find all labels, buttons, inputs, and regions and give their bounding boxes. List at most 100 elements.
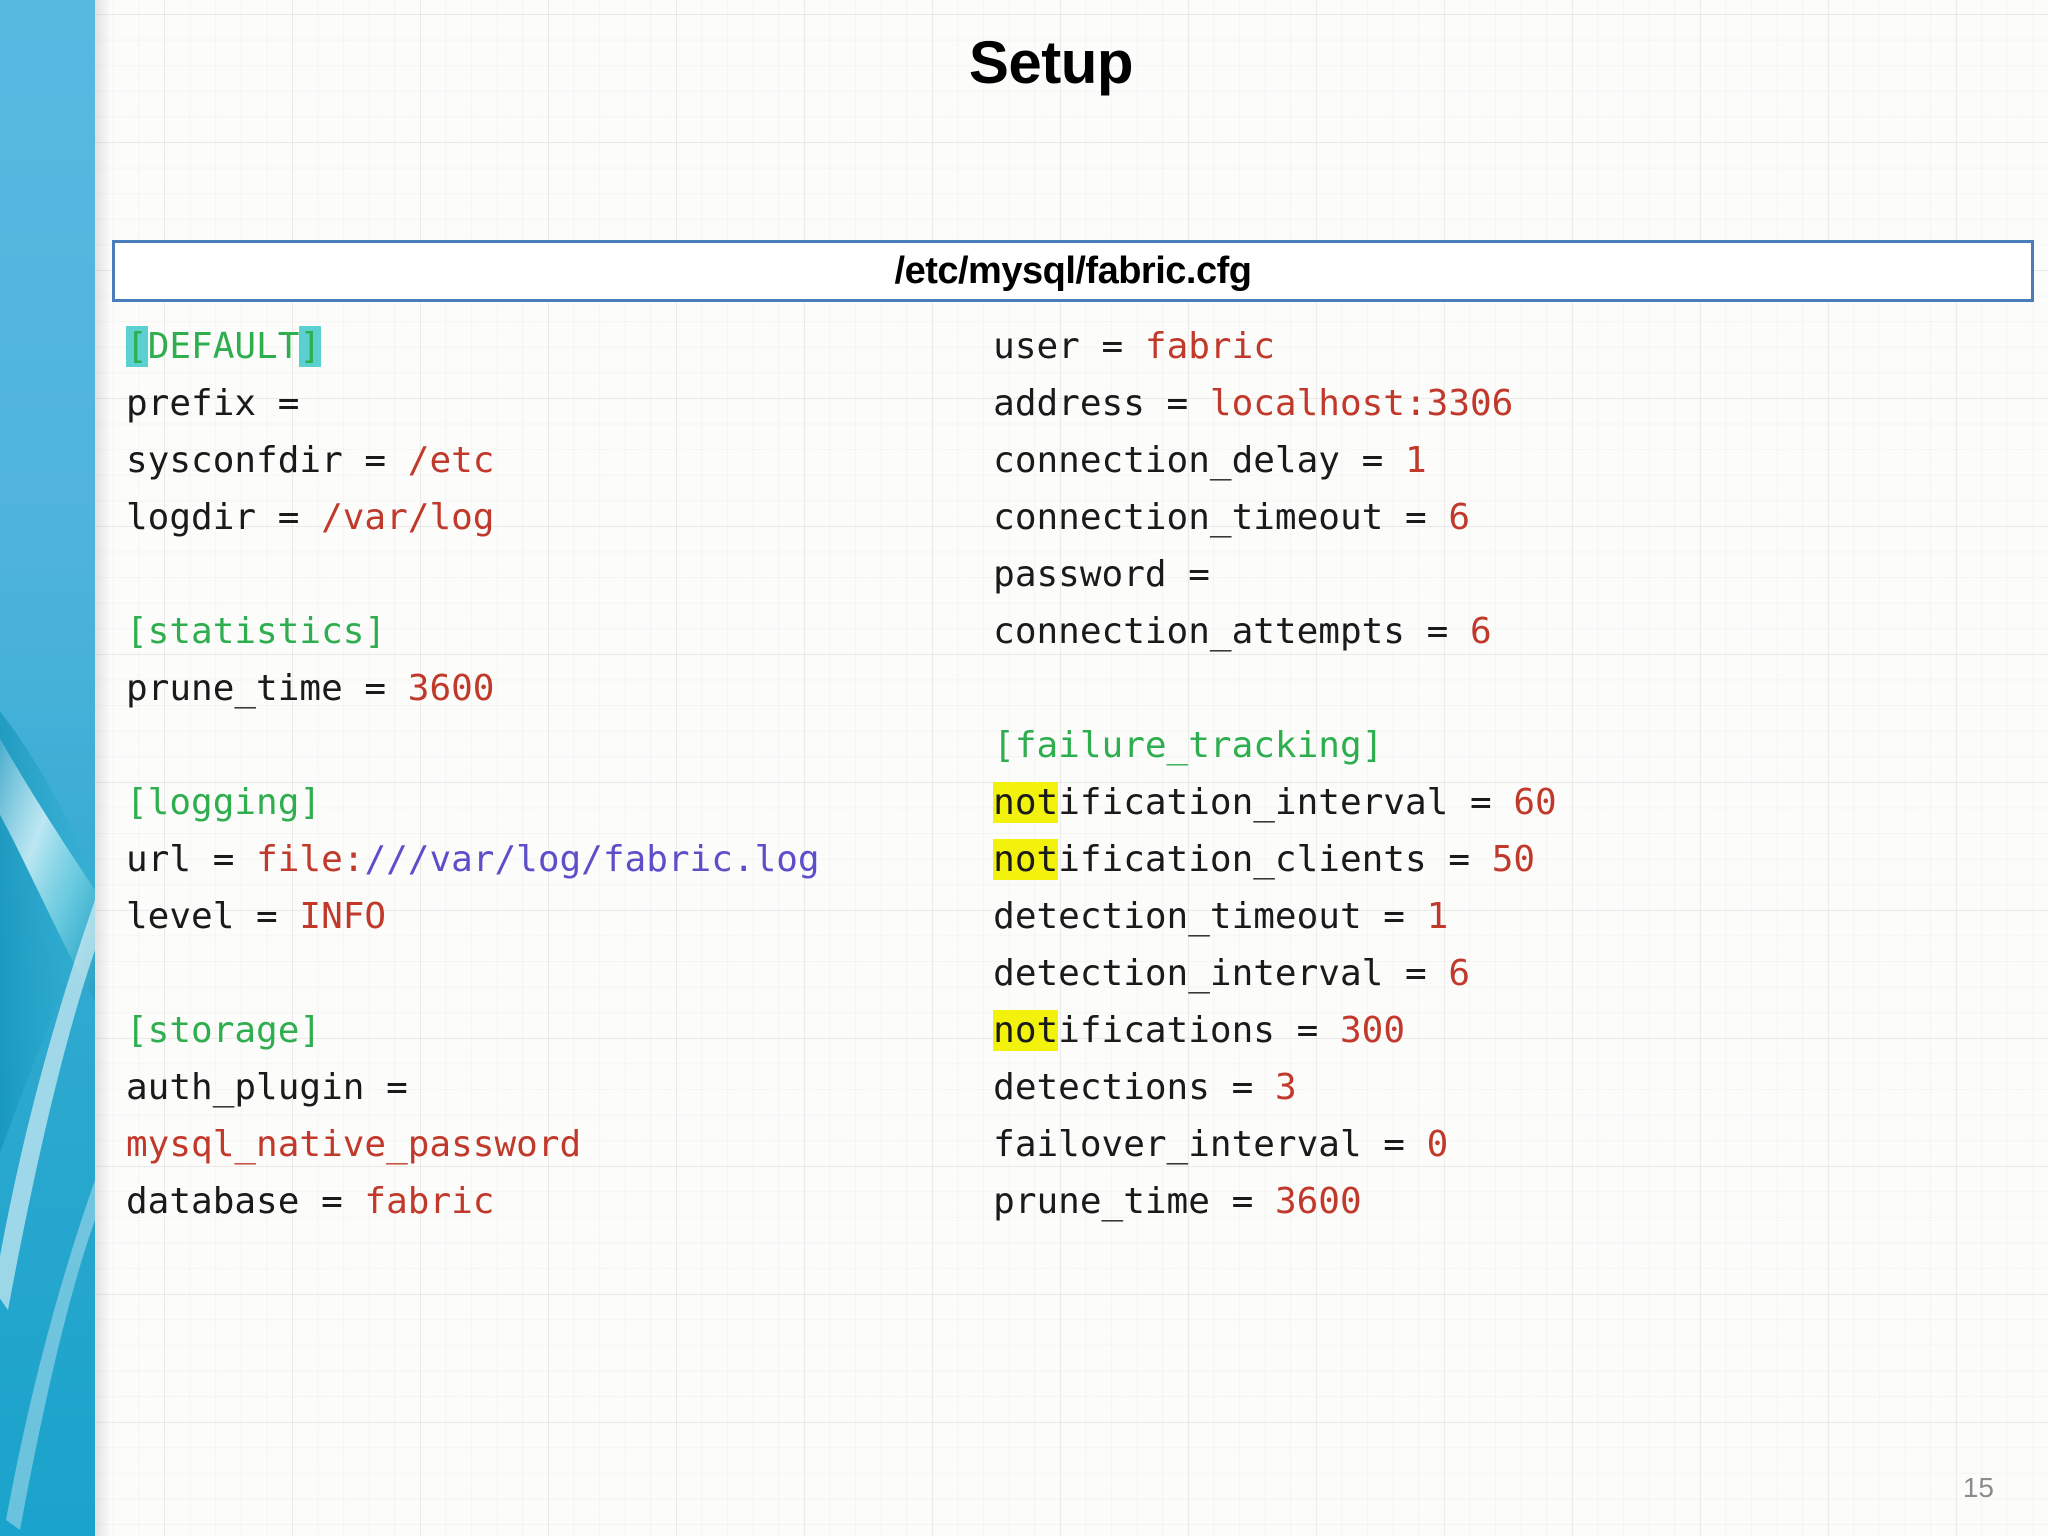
sidebar-edge-shadow (95, 0, 111, 1536)
config-key: ification_interval (1058, 782, 1449, 823)
config-key-value: connection_delay = 1 (993, 432, 2042, 489)
config-operator: = (1209, 1067, 1275, 1108)
config-key-value: address = localhost:3306 (993, 375, 2042, 432)
config-key-value: database = fabric (126, 1173, 957, 1230)
config-operator: = (342, 440, 408, 481)
config-section-header: [logging] (126, 774, 957, 831)
config-value: /var/log (321, 497, 495, 538)
config-section-header: [storage] (126, 1002, 957, 1059)
config-operator: = (1144, 383, 1210, 424)
page-number: 15 (1962, 1472, 1994, 1503)
config-key-value: level = INFO (126, 888, 957, 945)
config-operator: = (191, 839, 257, 880)
config-operator: = (256, 497, 322, 538)
config-key-highlight: not (993, 782, 1059, 823)
config-key: detection_interval (993, 953, 1384, 994)
config-key: prune_time (993, 1181, 1210, 1222)
config-key: detections (993, 1067, 1210, 1108)
config-key: address (993, 383, 1145, 424)
config-value: /etc (407, 440, 495, 481)
config-value: fabric (364, 1181, 495, 1222)
section-name: [statistics] (126, 611, 387, 652)
config-operator: = (1383, 953, 1449, 994)
config-key: connection_timeout (993, 497, 1384, 538)
config-section-header: [DEFAULT] (126, 318, 957, 375)
config-key-value-url: url = file:///var/log/fabric.log (126, 831, 957, 888)
config-key: password (993, 554, 1167, 595)
config-key-value: detection_interval = 6 (993, 945, 2042, 1002)
config-key-value: detection_timeout = 1 (993, 888, 2042, 945)
config-key: auth_plugin (126, 1067, 365, 1108)
config-value: 50 (1491, 839, 1536, 880)
section-name: [failure_tracking] (993, 725, 1384, 766)
config-section-header: [failure_tracking] (993, 717, 2042, 774)
config-value: 1 (1426, 896, 1449, 937)
code-blank-line (993, 660, 2042, 717)
config-operator: = (234, 896, 300, 937)
config-key: user (993, 326, 1080, 367)
config-operator: = (1274, 1010, 1340, 1051)
config-value: 60 (1513, 782, 1557, 823)
config-key-value: failover_interval = 0 (993, 1116, 2042, 1173)
config-value: 6 (1448, 497, 1471, 538)
config-operator: = (1448, 782, 1514, 823)
config-section-header: [statistics] (126, 603, 957, 660)
config-value: 6 (1470, 611, 1492, 652)
config-value: 300 (1339, 1010, 1405, 1051)
config-key-highlight: not (993, 1010, 1059, 1051)
config-value: 3 (1274, 1067, 1297, 1108)
config-value: 3600 (1274, 1181, 1362, 1222)
config-operator: = (1209, 1181, 1275, 1222)
config-operator: = (1079, 326, 1145, 367)
config-operator: = (1383, 497, 1449, 538)
config-url-scheme: file: (256, 839, 365, 880)
config-key: prefix (126, 383, 257, 424)
config-key: prune_time (126, 668, 343, 709)
config-key: ification_clients (1058, 839, 1427, 880)
config-key-value: user = fabric (993, 318, 2042, 375)
config-key: level (126, 896, 235, 937)
config-key-value: notifications = 300 (993, 1002, 2042, 1059)
config-value: 1 (1404, 440, 1427, 481)
config-key: logdir (126, 497, 257, 538)
config-value: fabric (1144, 326, 1275, 367)
config-key: connection_attempts (993, 611, 1405, 652)
config-operator: = (1166, 554, 1210, 595)
code-blank-line (126, 546, 957, 603)
config-value: localhost:3306 (1209, 383, 1514, 424)
config-key-value: prune_time = 3600 (126, 660, 957, 717)
config-url-path: ///var/log/fabric.log (364, 839, 820, 880)
config-value: 6 (1448, 953, 1471, 994)
config-key-value: password = (993, 546, 2042, 603)
config-key: ifications (1058, 1010, 1275, 1051)
config-value: INFO (299, 896, 387, 937)
config-key-value: connection_attempts = 6 (993, 603, 2042, 660)
section-name: [storage] (126, 1010, 322, 1051)
file-path-header-box: /etc/mysql/fabric.cfg (112, 240, 2034, 302)
code-blank-line (126, 945, 957, 1002)
config-key: url (126, 839, 192, 880)
config-operator: = (299, 1181, 365, 1222)
config-key-value: connection_timeout = 6 (993, 489, 2042, 546)
file-path-label: /etc/mysql/fabric.cfg (894, 249, 1252, 292)
config-operator: = (342, 668, 408, 709)
config-key-value: notification_clients = 50 (993, 831, 2042, 888)
config-key-highlight: not (993, 839, 1059, 880)
config-operator: = (1361, 1124, 1427, 1165)
section-name: DEFAULT (147, 326, 300, 367)
config-operator: = (1404, 611, 1470, 652)
config-operator: = (1339, 440, 1405, 481)
config-key-value: sysconfdir = /etc (126, 432, 957, 489)
code-blank-line (126, 717, 957, 774)
config-key: sysconfdir (126, 440, 343, 481)
config-key: detection_timeout (993, 896, 1362, 937)
config-operator: = (1426, 839, 1492, 880)
section-close-bracket: ] (299, 326, 322, 367)
config-key: failover_interval (993, 1124, 1362, 1165)
section-name: [logging] (126, 782, 322, 823)
config-key-value: prune_time = 3600 (993, 1173, 2042, 1230)
